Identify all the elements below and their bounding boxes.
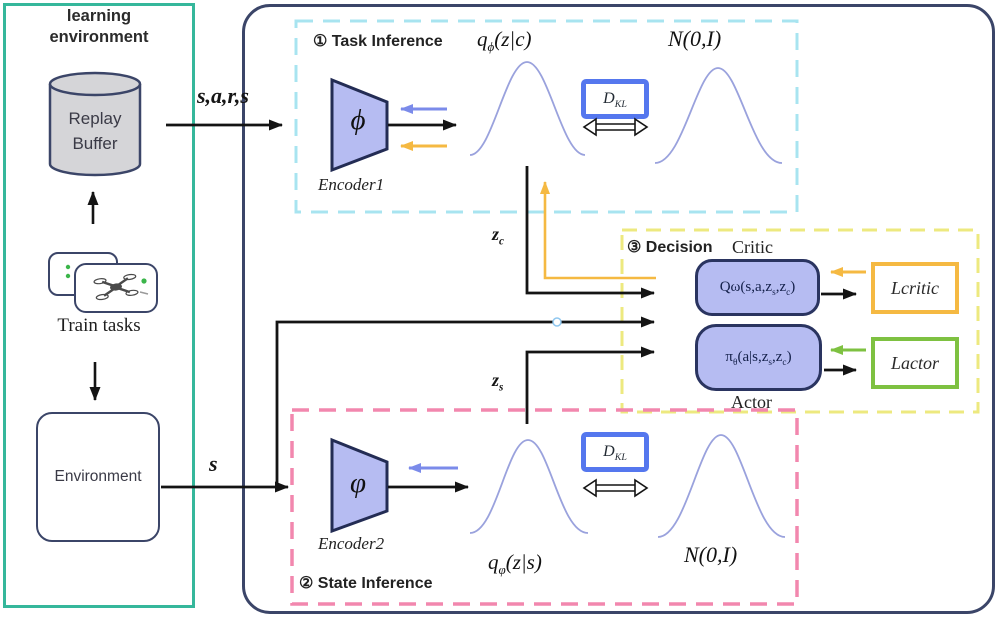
kl-box-task: DKL: [581, 79, 649, 119]
task-inference-region: [294, 19, 799, 214]
task-card-status-dots: [65, 264, 149, 295]
learning-environment-title: learning environment: [49, 7, 149, 46]
sars-label: s,a,r,s: [197, 83, 249, 108]
encoder2-symbol: φ: [349, 467, 367, 499]
line-crossing-node: [552, 317, 562, 327]
task-inference-title: ① Task Inference: [313, 33, 443, 50]
critic-box: Qω(s,a,zs,zc): [695, 259, 820, 316]
decision-region: [620, 228, 980, 414]
state-posterior-label: qφ(z|s): [488, 550, 542, 578]
kl-double-arrow-task: [582, 117, 649, 137]
environment-box: Environment: [36, 412, 160, 542]
train-tasks-label: Train tasks: [57, 315, 141, 336]
environment-label: Environment: [54, 468, 142, 485]
critic-function-label: Qω(s,a,zs,zc): [719, 279, 796, 298]
encoder2-trapezoid: [330, 437, 389, 534]
task-posterior-gaussian: [469, 61, 586, 156]
actor-function-label: πθ(a|s,zs,zc): [725, 349, 792, 368]
encoder2-label: Encoder2: [318, 534, 385, 553]
encoder1-symbol: ϕ: [350, 104, 366, 136]
zs-label: zs: [492, 370, 504, 394]
encoder1-trapezoid: [330, 77, 389, 173]
critic-caption: Critic: [732, 237, 773, 257]
encoder1-label: Encoder1: [318, 175, 385, 194]
drone-icon: [93, 273, 139, 301]
state-posterior-gaussian: [469, 439, 589, 534]
kl-double-arrow-state: [582, 478, 649, 498]
state-to-decision-arrow: [275, 316, 655, 486]
actor-loss-box: Lactor: [871, 337, 959, 389]
state-inference-region: [290, 408, 799, 606]
replay-buffer-cylinder: [48, 71, 142, 177]
critic-gradient-feedback-arrow: [540, 181, 656, 280]
state-inference-title: ② State Inference: [299, 575, 433, 592]
zc-label: zc: [492, 224, 504, 248]
kl-label-task: DKL: [603, 90, 627, 111]
kl-label-state: DKL: [603, 443, 627, 464]
critic-loss-box: Lcritic: [871, 262, 959, 314]
actor-caption: Actor: [731, 392, 772, 412]
kl-box-state: DKL: [581, 432, 649, 472]
state-prior-gaussian: [657, 434, 786, 538]
zc-to-decision-arrow: [525, 166, 655, 299]
actor-box: πθ(a|s,zs,zc): [695, 324, 822, 391]
state-prior-label: N(0,I): [684, 542, 738, 567]
task-prior-label: N(0,I): [668, 26, 722, 51]
critic-loss-label: Lcritic: [891, 277, 939, 298]
s-label: s: [209, 451, 218, 476]
actor-loss-label: Lactor: [890, 352, 939, 373]
task-prior-gaussian: [654, 67, 783, 164]
task-posterior-label: qϕ(z|c): [477, 27, 532, 55]
decision-title: ③ Decision: [627, 239, 713, 256]
replay-buffer-label: Replay Buffer: [68, 109, 122, 153]
zs-to-decision-arrow: [525, 346, 655, 424]
